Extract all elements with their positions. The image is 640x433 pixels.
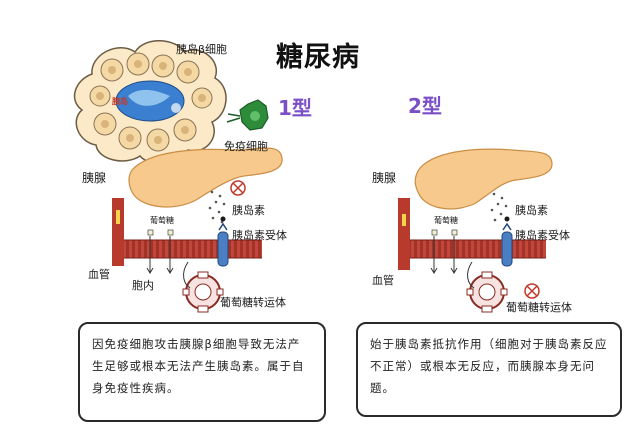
glucose-molecules-left <box>147 229 174 236</box>
type1-description: 因免疫细胞攻击胰腺β细胞导致无法产生足够或根本无法产生胰岛素。属于自身免疫性疾病… <box>92 337 305 395</box>
receptor-label-left: 胰岛素受体 <box>232 229 287 242</box>
glucose-arrows-right <box>430 236 458 274</box>
insulin-receptor-left <box>217 216 229 267</box>
pancreas-left <box>128 147 283 208</box>
pancreas-label-right: 胰腺 <box>372 171 397 185</box>
glucose-molecules-right <box>431 229 458 236</box>
type2-heading: 2型 <box>408 94 442 118</box>
immune-cell-label: 免疫细胞 <box>224 140 268 153</box>
page-title: 糖尿病 <box>276 42 360 73</box>
glucose-transporter-right <box>466 271 508 313</box>
type2-description: 始于胰岛素抵抗作用（细胞对于胰岛素反应不正常）或根本无反应，而胰腺本身无问题。 <box>370 337 608 395</box>
blood-vessel-label-left: 血管 <box>88 268 110 281</box>
islet-label: 胰岛 <box>112 97 128 106</box>
insulin-label-right: 胰岛素 <box>515 204 548 217</box>
transporter-label-right: 葡萄糖转运体 <box>506 301 572 314</box>
islet-cluster <box>73 40 227 165</box>
glucose-arrows-left <box>146 236 174 274</box>
insulin-receptor-right <box>501 216 513 267</box>
type2-description-box: 始于胰岛素抵抗作用（细胞对于胰岛素反应不正常）或根本无反应，而胰腺本身无问题。 <box>356 322 622 417</box>
glucose-transporter-left <box>182 271 224 313</box>
pancreas-right <box>414 148 553 210</box>
type1-description-box: 因免疫细胞攻击胰腺β细胞导致无法产生足够或根本无法产生胰岛素。属于自身免疫性疾病… <box>78 322 326 422</box>
intracellular-label: 胞内 <box>132 279 154 292</box>
pancreas-label-left: 胰腺 <box>82 171 107 185</box>
type1-heading: 1型 <box>278 96 312 120</box>
receptor-label-right: 胰岛素受体 <box>515 229 570 242</box>
transporter-label-left: 葡萄糖转运体 <box>220 296 286 309</box>
immune-cell <box>226 99 269 131</box>
glucose-label-left: 葡萄糖 <box>150 216 174 225</box>
beta-cell-label: 胰岛β细胞 <box>176 43 228 56</box>
inhibit-mark-transporter-right <box>524 283 540 299</box>
insulin-label-left: 胰岛素 <box>232 204 265 217</box>
insulin-dots-right <box>490 192 508 222</box>
glucose-label-right: 葡萄糖 <box>434 216 458 225</box>
blood-vessel-label-right: 血管 <box>372 274 394 287</box>
inhibit-mark-insulin-left <box>230 180 246 196</box>
